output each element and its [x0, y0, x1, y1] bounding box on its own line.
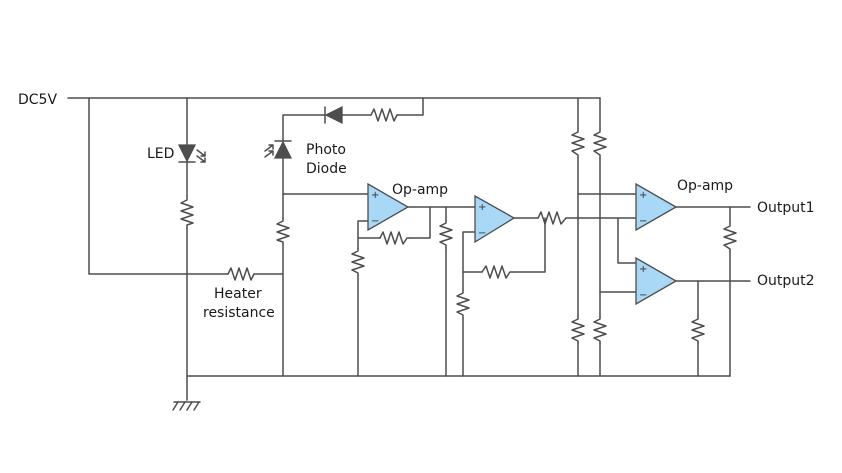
resistor-pd-loop	[370, 108, 398, 122]
opamp-3-minus: −	[639, 216, 647, 227]
opamp4-plus-wire	[617, 217, 637, 264]
loop-diode	[324, 105, 343, 125]
ground-hatch	[172, 401, 200, 411]
heater-label-2: resistance	[203, 305, 275, 321]
opamp2-fb-right	[513, 217, 546, 273]
opamp1-fb-right	[409, 206, 431, 239]
resistor-divB-bottom	[593, 315, 607, 344]
resistor-series	[537, 211, 567, 225]
opamp-2: + −	[474, 194, 516, 244]
led	[177, 144, 206, 163]
opamp-1-body	[367, 182, 410, 232]
photodiode-label-2: Diode	[306, 161, 347, 177]
led-ray-2	[196, 155, 206, 163]
opamp-1-plus: +	[371, 190, 379, 201]
led-ray-1	[196, 149, 206, 157]
resistor-opamp2-feedback	[481, 265, 515, 279]
opamp2-minus-wire	[462, 231, 476, 291]
pd-loop-left	[282, 114, 326, 141]
opamp-1-minus: −	[371, 216, 379, 227]
opamp-2-plus: +	[478, 202, 486, 213]
opamp-top-label: Op-amp	[392, 182, 448, 198]
opamp-1: + −	[367, 182, 410, 232]
resistor-divB-top	[593, 127, 607, 159]
ground-icon	[172, 401, 201, 411]
led-icon	[177, 144, 197, 163]
resistor-output1	[723, 221, 737, 253]
heater-loop-wire	[88, 97, 229, 275]
resistor-divider-mid	[439, 219, 453, 249]
resistor-photodiode	[276, 217, 290, 245]
resistor-heater	[227, 267, 255, 281]
resistor-opamp2-gain	[456, 289, 470, 319]
photodiode-icon	[273, 140, 293, 159]
resistor-divA-bottom	[571, 315, 585, 344]
output2-label: Output2	[757, 273, 815, 289]
opamp-4-plus: +	[639, 264, 647, 275]
opamp-4-body	[635, 256, 678, 306]
pd-ray-2	[264, 150, 274, 158]
resistor-opamp1-gain	[351, 247, 365, 277]
photodiode-label-1: Photo	[306, 142, 346, 158]
resistor-divA-top	[571, 127, 585, 159]
wires	[67, 97, 751, 401]
opamp-3-body	[635, 182, 678, 232]
resistor-opamp1-feedback	[379, 231, 411, 245]
pd-loop-right	[396, 97, 424, 116]
opamp-right-label: Op-amp	[677, 178, 733, 194]
opamp-4: + −	[635, 256, 678, 306]
resistor-output2	[691, 315, 705, 344]
led-label: LED	[147, 146, 174, 162]
photodiode	[264, 140, 293, 159]
resistors	[180, 108, 737, 344]
opamp-3: + −	[635, 182, 678, 232]
opamp-2-body	[474, 194, 516, 244]
loop-diode-icon	[324, 105, 343, 125]
opamp1-minus-wire	[357, 220, 369, 249]
opamp-2-minus: −	[478, 228, 486, 239]
output1-label: Output1	[757, 200, 815, 216]
pd-ray-1	[264, 144, 274, 152]
heater-label-1: Heater	[214, 286, 262, 302]
dc5v-label: DC5V	[18, 92, 57, 108]
resistor-led	[180, 195, 194, 229]
opamp-4-minus: −	[639, 290, 647, 301]
opamp-3-plus: +	[639, 190, 647, 201]
